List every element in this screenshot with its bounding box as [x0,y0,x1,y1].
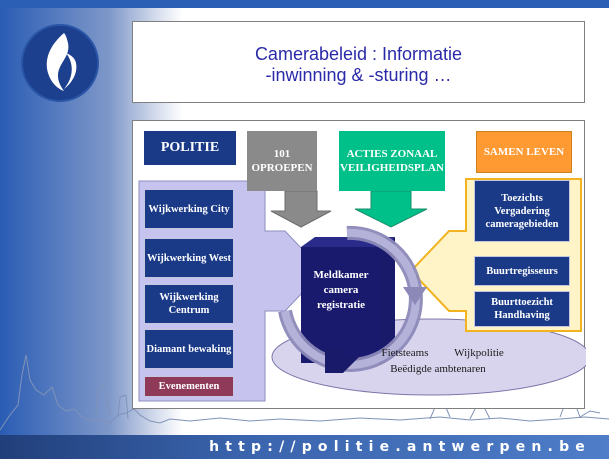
wijkwerking-city-box: Wijkwerking City [144,189,234,229]
bottom-arrow-shape [325,347,359,373]
oproepen-box: 101 OPROEPEN [247,131,317,191]
evenementen-box: Evenementen [144,376,234,397]
diagram: POLITIE 101 OPROEPEN ACTIES ZONAAL VEILI… [132,120,586,409]
police-flame-logo-icon [21,24,99,102]
wijkpolitie-label: Wijkpolitie [454,347,504,359]
meldkamer-line-1: Meldkamer [313,269,369,281]
meldkamer-label: Meldkamer camera registratie [295,268,387,313]
wijkwerking-west-box: Wijkwerking West [144,238,234,278]
footer-url[interactable]: http://politie.antwerpen.be [209,439,591,455]
buurttoezicht-handhaving-box: Buurttoezicht Handhaving [474,291,570,327]
title-box: Camerabeleid : Informatie -inwinning & -… [132,21,585,103]
oproepen-arrow-shape [270,190,332,228]
fietsteams-label: Fietsteams [381,347,429,359]
footer-bar: http://politie.antwerpen.be [0,435,609,459]
beedigde-ambtenaren-label: Beëdigde ambtenaren [390,363,486,375]
title-line-1: Camerabeleid : Informatie [254,44,463,64]
samen-leven-box: SAMEN LEVEN [476,131,572,173]
acties-box: ACTIES ZONAAL VEILIGHEIDSPLAN [339,131,445,191]
acties-arrow-shape [354,190,428,228]
buurtregisseurs-box: Buurtregisseurs [474,256,570,286]
politie-header: POLITIE [144,131,236,165]
meldkamer-line-3: registratie [316,299,366,311]
title-line-2: -inwinning & -sturing … [265,65,452,85]
toezichts-vergadering-box: Toezichts Vergadering cameragebieden [474,180,570,242]
meldkamer-line-2: camera [323,284,359,296]
top-bar [0,0,609,8]
wijkwerking-centrum-box: Wijkwerking Centrum [144,284,234,324]
diamant-bewaking-box: Diamant bewaking [144,329,234,369]
